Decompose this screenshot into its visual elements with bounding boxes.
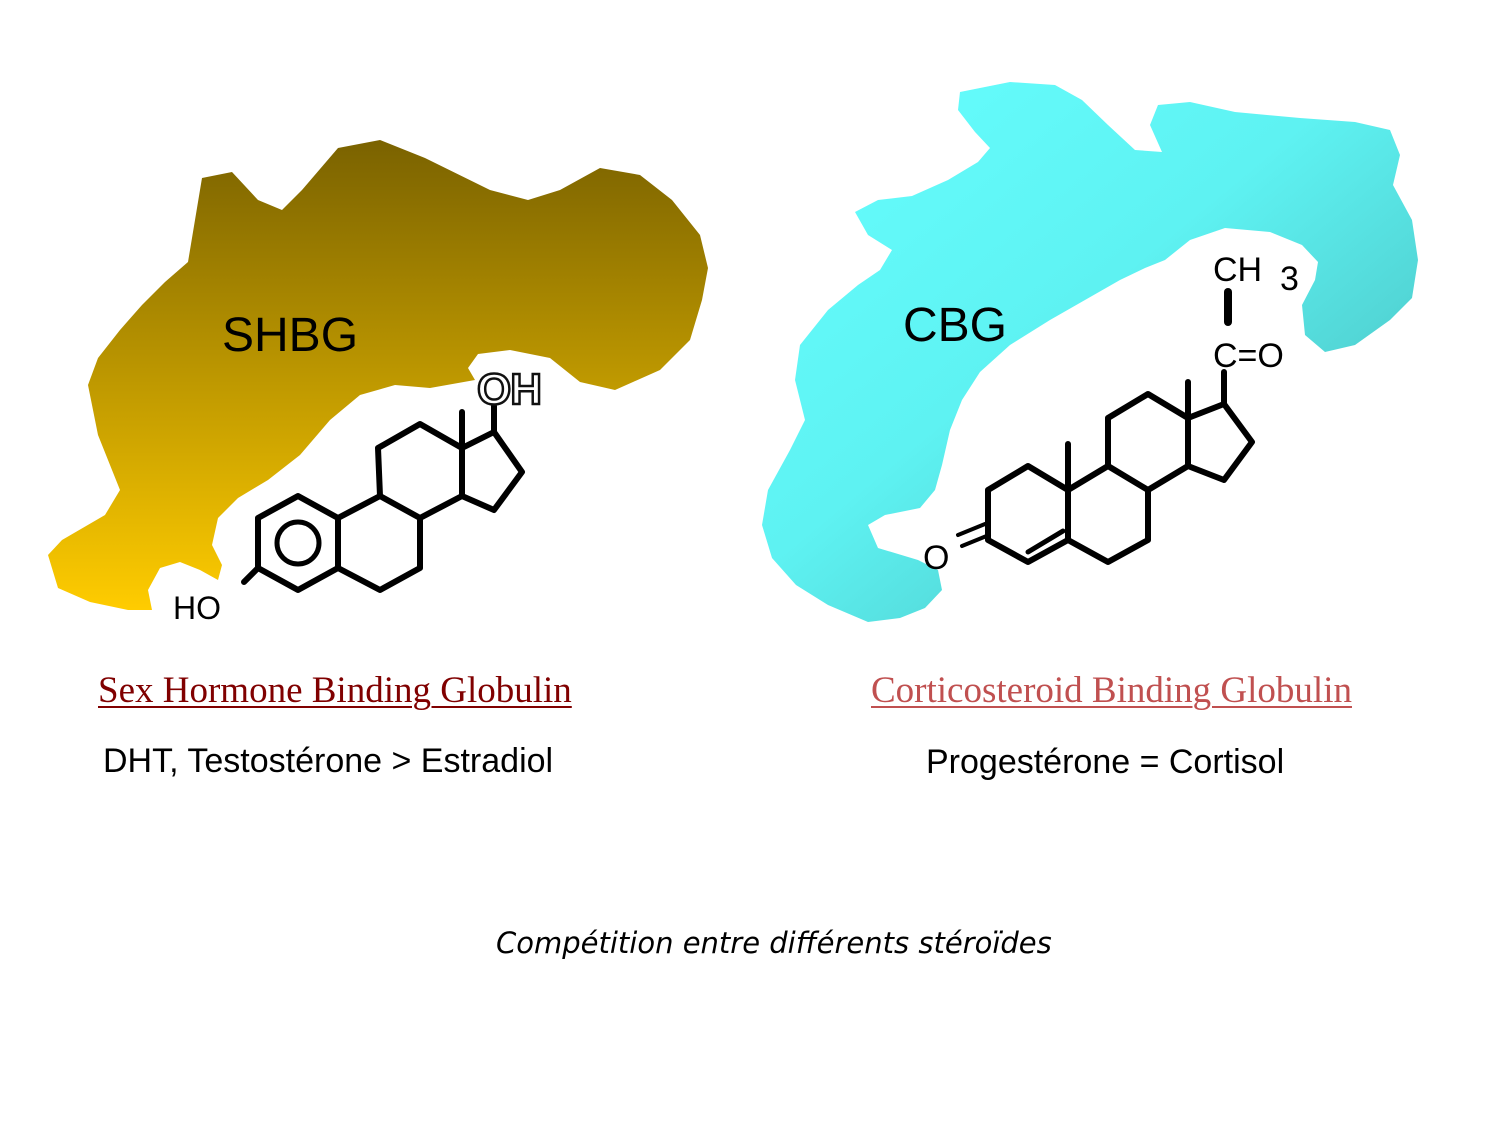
cbg-affinity: Progestérone = Cortisol [926, 743, 1285, 781]
progesterone-ring-d [1185, 401, 1255, 483]
estradiol-structure [241, 403, 525, 593]
cbg-label: CBG [903, 299, 1008, 352]
oh-label: OH [476, 365, 544, 414]
progesterone-ring-b [1065, 463, 1151, 565]
estradiol-ring-a [255, 493, 341, 593]
shbg-label: SHBG [222, 309, 359, 362]
shbg-full-name[interactable]: Sex Hormone Binding Globulin [98, 670, 572, 711]
estradiol-ring-d [459, 429, 525, 513]
ho-label: HO [173, 590, 221, 626]
cbg-full-name[interactable]: Corticosteroid Binding Globulin [871, 670, 1352, 711]
shbg-affinity: DHT, Testostérone > Estradiol [103, 742, 554, 780]
carbonyl-label: C=O [1213, 337, 1284, 375]
shbg-protein-shape [48, 140, 708, 610]
caption: Compétition entre différents stéroïdes [496, 926, 1052, 960]
aromatic-circle [274, 519, 322, 567]
ring-a-double-bond [1025, 528, 1066, 555]
cbg-protein-shape [762, 82, 1418, 622]
estradiol-ring-b [335, 493, 423, 593]
progesterone-ring-c [1105, 391, 1191, 493]
ch-subscript: 3 [1280, 260, 1299, 298]
progesterone-ring-a [985, 463, 1071, 565]
carbonyl-bond-1 [956, 522, 987, 537]
ch-label: CH [1213, 251, 1263, 289]
estradiol-ring-c [375, 421, 465, 521]
progesterone-structure [956, 288, 1255, 565]
carbonyl-bond-2 [960, 533, 991, 548]
ho-bond [241, 565, 261, 585]
ketone-oxygen-label: O [923, 539, 950, 577]
